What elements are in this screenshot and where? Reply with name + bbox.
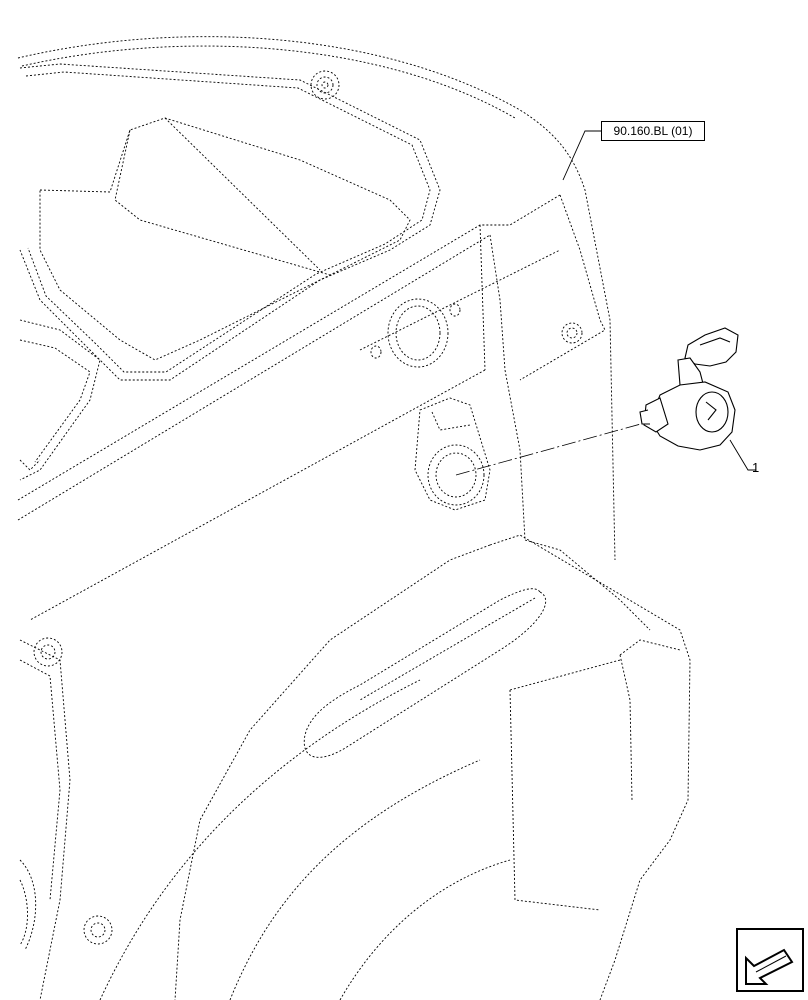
return-arrow-icon[interactable] [736, 928, 804, 992]
return-arrow-graphic [736, 928, 804, 992]
power-socket-part [639, 327, 739, 451]
reference-label-box[interactable]: 90.160.BL (01) [601, 121, 705, 141]
reference-leader [562, 130, 601, 181]
callout-leader [729, 439, 756, 471]
cab-panel-outline [17, 36, 691, 1000]
callout-number-1: 1 [752, 460, 760, 475]
assembly-leader-line [455, 421, 649, 476]
